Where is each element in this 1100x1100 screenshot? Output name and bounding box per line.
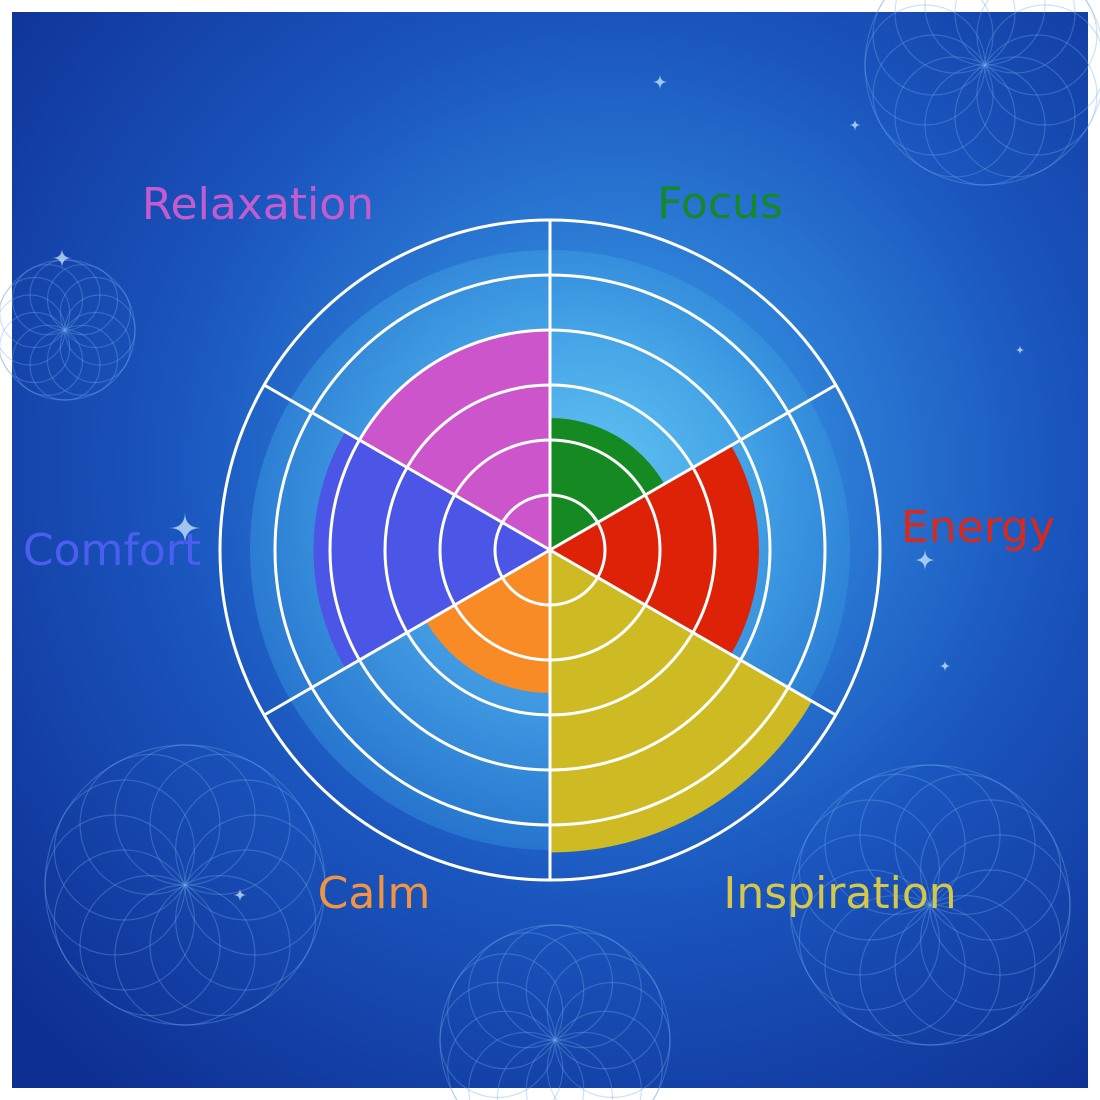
rosette-4: [439, 924, 671, 1100]
label-energy: Energy: [901, 502, 1055, 553]
label-calm: Calm: [318, 868, 431, 919]
sparkle-8: [1015, 345, 1025, 355]
label-comfort: Comfort: [23, 525, 201, 576]
rosette-5: [0, 259, 136, 401]
sector-calm: [426, 550, 550, 693]
grid-spoke-3: [549, 548, 837, 717]
rosette-2: [44, 744, 326, 1026]
decorative-sparkles: [52, 74, 1025, 902]
label-inspiration: Inspiration: [723, 868, 956, 919]
label-relaxation: Relaxation: [142, 179, 374, 230]
sparkle-5: [849, 119, 861, 131]
sparkle-4: [652, 74, 668, 90]
polar-grid: [218, 218, 882, 882]
grid-spoke-6: [263, 383, 551, 552]
sparkle-6: [233, 888, 247, 902]
label-focus: Focus: [657, 178, 783, 229]
grid-spoke-2: [549, 383, 837, 552]
sparkle-2: [169, 512, 201, 544]
sector-comfort: [313, 431, 550, 669]
sector-relaxation: [359, 330, 550, 550]
sparkle-1: [52, 248, 72, 268]
sector-inspiration: [550, 550, 812, 853]
rosette-3: [789, 764, 1071, 1046]
sparkle-3: [914, 549, 936, 571]
sparkle-7: [939, 660, 951, 672]
sector-focus: [550, 418, 665, 550]
rosette-1: [864, 0, 1100, 186]
grid-spoke-5: [263, 548, 551, 717]
